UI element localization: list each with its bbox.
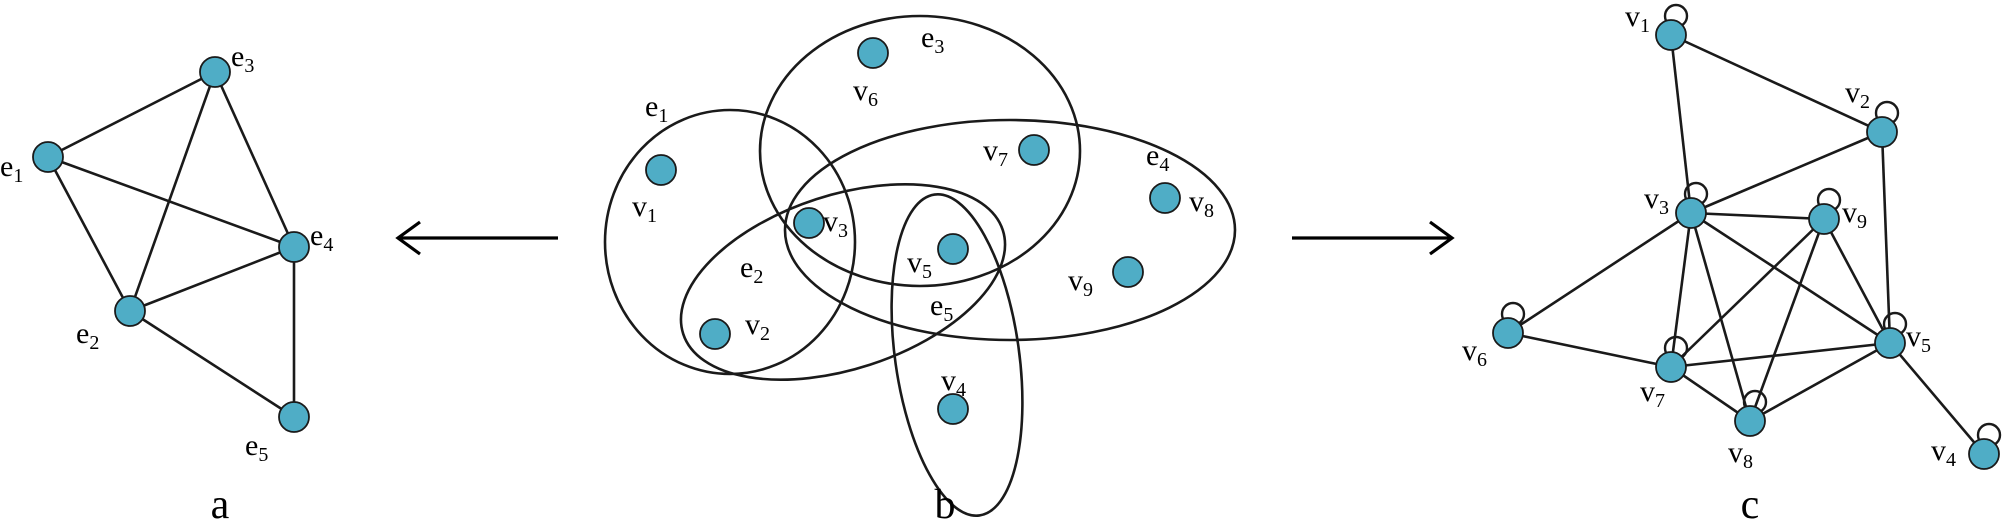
label-v2: v2 [1845, 76, 1870, 113]
node-e1 [32, 141, 64, 173]
label-v6: v6 [853, 74, 878, 111]
vertex-v5 [937, 233, 969, 265]
vertex-v4 [937, 393, 969, 425]
node-v1 [1655, 19, 1687, 51]
edge-v7-v5 [1670, 341, 1891, 369]
label-v4: v4 [941, 364, 966, 401]
label-e4: e4 [1146, 139, 1169, 176]
label-v1: v1 [1625, 0, 1650, 37]
arrow-right [1292, 220, 1455, 256]
vertex-v2 [699, 318, 731, 350]
edge-v5-v4 [1889, 342, 1985, 455]
edge-v9-v7 [1670, 218, 1825, 368]
arrow-left [395, 220, 558, 256]
hyperedge-e2 [679, 183, 1007, 381]
vertex-v9 [1112, 256, 1144, 288]
label-v4: v4 [1931, 434, 1956, 471]
panel-label-b: b [935, 482, 956, 522]
edge-v9-v5 [1822, 218, 1892, 344]
node-e2 [114, 295, 146, 327]
label-e1: e1 [0, 150, 23, 187]
edge-v3-v8 [1689, 212, 1752, 422]
label-v3: v3 [823, 205, 848, 242]
hyperedge-e3 [758, 14, 1082, 288]
label-e2: e2 [740, 251, 763, 288]
label-v2: v2 [745, 308, 770, 345]
edge-e3-e4 [213, 71, 296, 248]
node-v6 [1492, 317, 1524, 349]
edge-v2-v5 [1880, 131, 1892, 344]
label-v5: v5 [907, 246, 932, 283]
edge-v3-v5 [1690, 211, 1891, 345]
edge-e1-e2 [46, 156, 132, 312]
label-e3: e3 [921, 21, 944, 58]
edge-v9-v8 [1748, 218, 1826, 422]
node-v5 [1874, 327, 1906, 359]
node-v9 [1808, 203, 1840, 235]
label-e5: e5 [245, 429, 268, 466]
label-v6: v6 [1462, 334, 1487, 371]
panel-c-graph: v1 v2 v3 v4 v5 v6 v7 v8 v9 [1462, 0, 2002, 473]
edge-v1-v3 [1669, 34, 1693, 214]
edge-e3-e2 [128, 71, 217, 312]
label-v9: v9 [1842, 196, 1867, 233]
label-e1: e1 [645, 90, 668, 127]
label-e5: e5 [930, 289, 953, 326]
label-v7: v7 [1640, 375, 1665, 412]
edge-v1-v2 [1670, 33, 1883, 134]
label-e3: e3 [231, 40, 254, 77]
vertex-v7 [1018, 134, 1050, 166]
node-v2 [1866, 116, 1898, 148]
vertex-v8 [1149, 182, 1181, 214]
edge-e1-e4 [47, 155, 295, 249]
vertex-v3 [793, 207, 825, 239]
arrow-right-head [1429, 220, 1455, 256]
panel-a-graph: e1 e2 e3 e4 e5 [0, 40, 333, 466]
node-e3 [199, 56, 231, 88]
edge-e1-e3 [47, 70, 216, 159]
label-v8: v8 [1728, 436, 1753, 473]
edge-e2-e5 [129, 309, 295, 419]
edge-v3-v6 [1507, 211, 1692, 335]
label-v8: v8 [1189, 185, 1214, 222]
node-v3 [1675, 197, 1707, 229]
label-v1: v1 [632, 190, 657, 227]
node-e5 [278, 401, 310, 433]
edge-v3-v7 [1669, 212, 1693, 368]
node-v8 [1734, 405, 1766, 437]
label-v3: v3 [1644, 182, 1669, 219]
vertex-v1 [645, 154, 677, 186]
vertex-v6 [857, 37, 889, 69]
edge-v7-v8 [1670, 365, 1751, 423]
hyperedge-e5 [890, 193, 1024, 517]
panel-label-c: c [1741, 482, 1760, 522]
edge-e2-e4 [129, 245, 295, 313]
edge-v2-v3 [1690, 130, 1883, 215]
panel-b-hypergraph: e1 e2 e3 e4 e5 v1 v2 v3 v4 v5 v6 v7 v8 v9 [603, 14, 1237, 517]
node-v4 [1968, 438, 2000, 470]
node-e4 [278, 231, 310, 263]
hyperedge-e4 [783, 118, 1237, 342]
arrow-left-head [395, 220, 421, 256]
panel-label-a: a [211, 482, 230, 522]
label-v7: v7 [983, 134, 1008, 171]
edge-v3-v9 [1690, 211, 1825, 221]
node-v7 [1655, 351, 1687, 383]
label-v5: v5 [1906, 320, 1931, 357]
label-e2: e2 [76, 317, 99, 354]
label-v9: v9 [1068, 264, 1093, 301]
edge-v8-v5 [1749, 341, 1891, 423]
label-e4: e4 [310, 219, 333, 256]
edge-v6-v7 [1507, 331, 1672, 369]
